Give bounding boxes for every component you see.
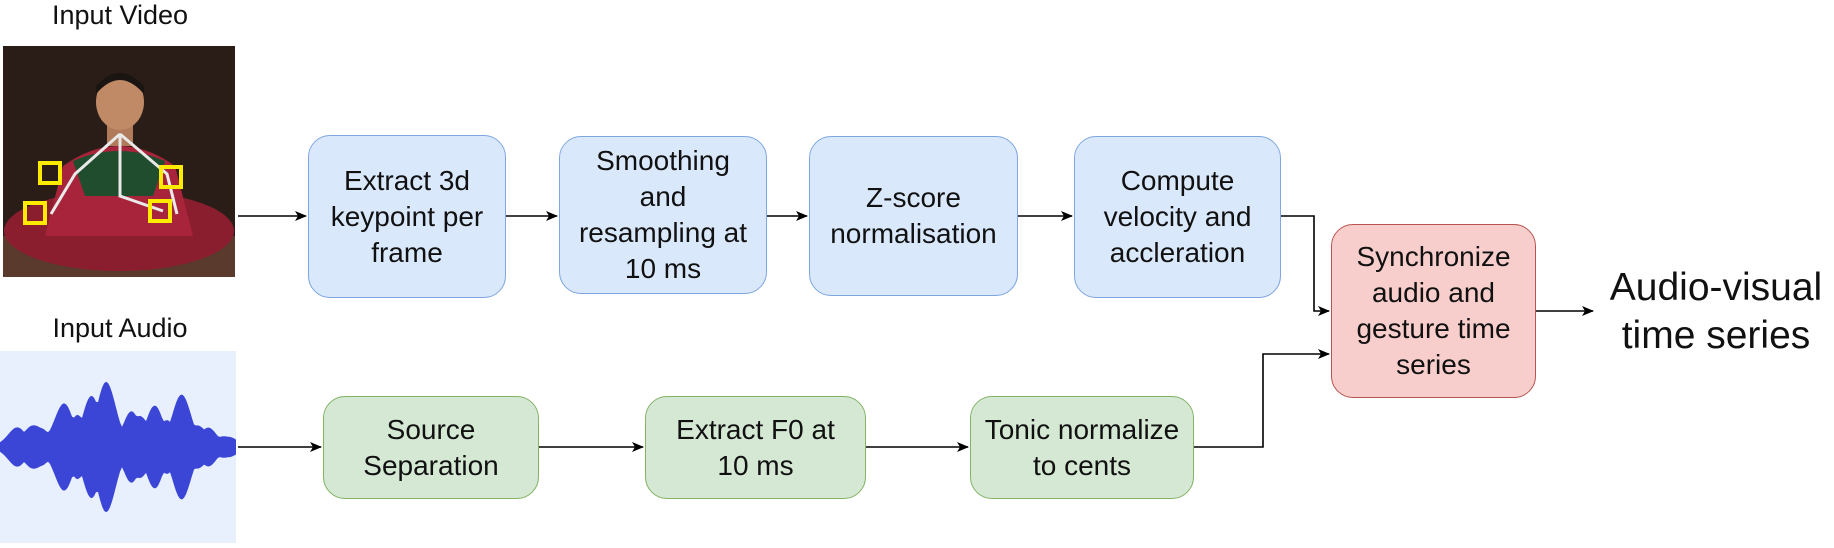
arrow-tonic-to-sync xyxy=(1194,349,1330,448)
extract-3d-keypoint-box: Extract 3d keypoint per frame xyxy=(308,135,506,298)
input-video-label: Input Video xyxy=(51,0,189,30)
synchronize-box: Synchronize audio and gesture time serie… xyxy=(1331,224,1536,398)
input-audio-thumbnail xyxy=(0,351,236,543)
seated-dancer-with-keypoints-icon xyxy=(3,46,235,277)
audio-waveform-icon xyxy=(0,381,236,513)
input-video-thumbnail xyxy=(3,46,235,277)
tonic-normalize-box: Tonic normalize to cents xyxy=(970,396,1194,499)
extract-f0-box: Extract F0 at 10 ms xyxy=(645,396,866,499)
compute-velocity-box: Compute velocity and accleration xyxy=(1074,136,1281,298)
smoothing-resampling-box: Smoothing and resampling at 10 ms xyxy=(559,136,767,294)
input-audio-label: Input Audio xyxy=(52,313,188,343)
output-label: Audio-visual time series xyxy=(1609,266,1823,357)
zscore-normalisation-box: Z-score normalisation xyxy=(809,136,1018,296)
arrow-velocity-to-sync xyxy=(1281,215,1330,316)
source-separation-box: Source Separation xyxy=(323,396,539,499)
